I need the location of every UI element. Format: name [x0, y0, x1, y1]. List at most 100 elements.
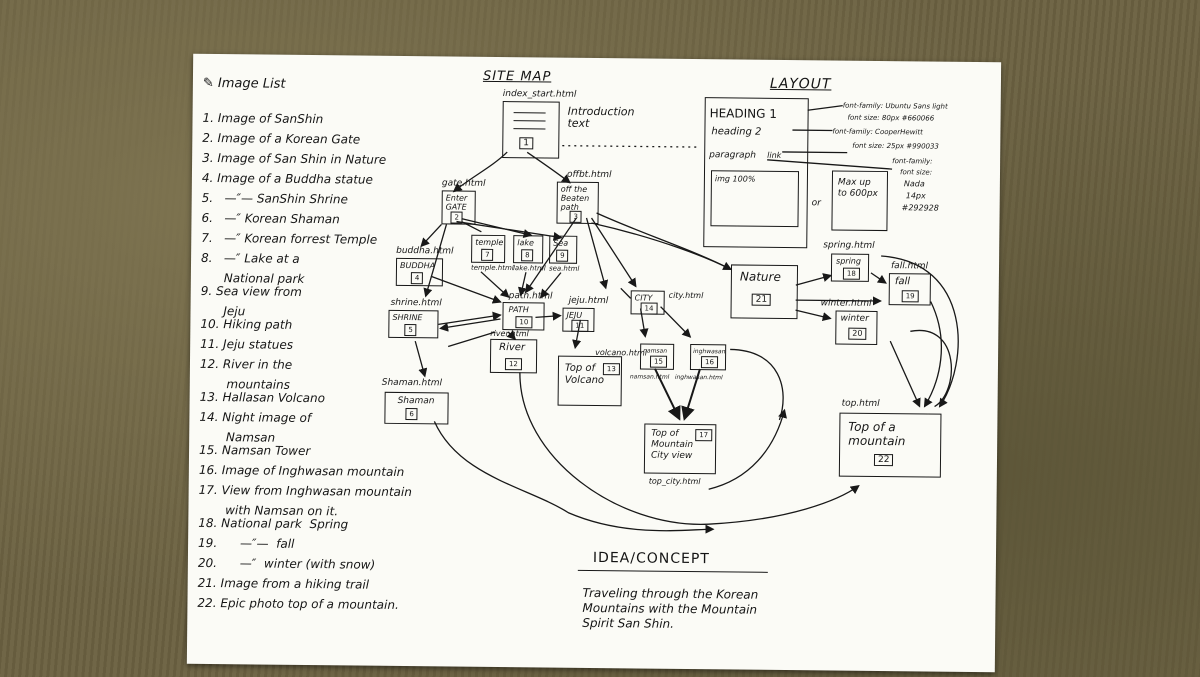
jeju-file-label: jeju.html: [568, 295, 609, 307]
fall-label: fall: [894, 276, 911, 288]
shrine-file-label: shrine.html: [390, 297, 442, 309]
intro-num-box: 1: [519, 137, 534, 150]
inghwasan-file-label: inghwasan.html: [674, 373, 723, 382]
sea-num: 9: [556, 249, 569, 262]
layout-note7: 14px: [905, 191, 926, 201]
top-file-label: top.html: [841, 398, 880, 409]
spring-label: spring: [836, 256, 862, 266]
temple-num: 7: [481, 248, 494, 261]
sea-file-label: sea.html: [548, 264, 580, 273]
river-label: River: [499, 342, 526, 354]
layout-note5: font size:: [899, 168, 933, 177]
layout-link: link: [767, 150, 782, 160]
gate-box: Enter GATE 2: [441, 190, 476, 225]
layout-note1b: font size: 80px #660066: [847, 113, 935, 123]
lake-label: lake: [517, 238, 534, 248]
offbeaten-num: 3: [569, 210, 583, 223]
temple-label: temple: [475, 237, 504, 248]
layout-note8: #292928: [901, 203, 939, 213]
intro-line: [513, 120, 546, 122]
intro-line: [513, 128, 546, 130]
fall-file-label: fall.html: [890, 261, 929, 272]
intro-file-label: index_start.html: [502, 89, 577, 100]
idea-text-2: Mountains with the Mountain: [582, 600, 758, 617]
shrine-num: 5: [404, 324, 417, 337]
layout-image-label: img 100%: [714, 174, 756, 184]
sea-label: Sea: [553, 238, 569, 248]
shrine-label: SHRINE: [392, 312, 423, 323]
nature-label: Nature: [739, 269, 781, 284]
winter-file-label: winter.html: [820, 298, 872, 309]
inghwasan-box: inghwasan 16: [689, 344, 727, 371]
river-box: River 12: [489, 338, 538, 374]
path-label: PATH: [508, 305, 529, 315]
winter-num: 20: [848, 327, 867, 340]
layout-note6: Nada: [903, 179, 925, 189]
idea-text-1: Traveling through the Korean: [582, 585, 759, 602]
layout-image-box: img 100%: [710, 170, 800, 228]
path-num: 10: [515, 316, 533, 329]
nature-num: 21: [751, 293, 772, 306]
spring-file-label: spring.html: [823, 240, 875, 251]
shaman-label: Shaman: [397, 395, 435, 407]
layout-wireframe: HEADING 1 heading 2 paragraph link img 1…: [703, 97, 809, 249]
lake-file-label: lake.html: [512, 264, 546, 273]
topcity-box: Top of Mountain City view 17: [643, 423, 717, 475]
city-box: CITY 14: [630, 290, 665, 315]
city-file-label: city.html: [668, 290, 704, 301]
temple-box: temple 7: [471, 234, 506, 264]
layout-note4: font-family:: [892, 157, 933, 166]
buddha-box: BUDDHA 4: [395, 257, 444, 287]
gate-num: 2: [450, 211, 464, 224]
nature-box: Nature 21: [730, 264, 799, 320]
site-map-connections: [414, 104, 959, 534]
sea-box: Sea 9: [549, 235, 578, 264]
river-num: 12: [504, 358, 522, 371]
shaman-num: 6: [405, 408, 418, 421]
gate-label: Enter GATE: [445, 193, 468, 212]
top-box: Top of a mountain 22: [838, 412, 942, 478]
inghwasan-num: 16: [700, 356, 718, 369]
lake-num: 8: [521, 249, 534, 262]
layout-note3: font size: 25px #990033: [852, 141, 939, 151]
jeju-box: JEJU 11: [562, 307, 595, 333]
fall-num: 19: [901, 290, 919, 303]
offbeaten-file-label: offbt.html: [566, 169, 612, 181]
intro-page-box[interactable]: 1: [502, 101, 560, 159]
intro-line: [513, 112, 546, 114]
shrine-box: SHRINE 5: [388, 309, 439, 339]
idea-text-3: Spirit San Shin.: [582, 615, 675, 631]
lake-box: lake 8: [513, 235, 544, 264]
shaman-box: Shaman 6: [384, 391, 449, 425]
layout-heading2: heading 2: [711, 126, 762, 138]
volcano-label: Top of Volcano: [564, 362, 605, 387]
buddha-label: BUDDHA: [399, 260, 436, 271]
gate-file-label: gate.html: [441, 178, 486, 189]
layout-paragraph: paragraph: [709, 150, 757, 161]
intro-text-label: Introduction text: [567, 104, 635, 130]
winter-box: winter 20: [835, 310, 878, 345]
river-file-label: river.html: [490, 328, 529, 339]
topcity-file-label: top_city.html: [648, 476, 701, 487]
winter-label: winter: [840, 313, 869, 324]
volcano-box: Top of Volcano 13: [557, 355, 623, 407]
top-num: 22: [873, 453, 894, 467]
namsan-num: 15: [649, 355, 668, 368]
temple-file-label: temple.html: [470, 263, 514, 273]
path-box: PATH 10: [502, 302, 545, 331]
path-file-label: path.html: [508, 291, 553, 302]
layout-or: or: [811, 198, 821, 209]
namsan-file-label: namsan.html: [629, 373, 670, 381]
layout-max-label: Max up to 600px: [837, 177, 878, 199]
namsan-box: namsan 15: [639, 343, 675, 370]
topcity-num: 17: [695, 429, 713, 442]
spring-box: spring 18: [830, 253, 870, 282]
idea-title: IDEA/CONCEPT: [592, 550, 710, 568]
spring-num: 18: [842, 267, 860, 280]
topcity-label: Top of Mountain City view: [650, 428, 694, 462]
jeju-num: 11: [571, 319, 589, 332]
volcano-num: 13: [602, 363, 620, 376]
offbeaten-box: off the Beaten path 3: [556, 181, 599, 225]
shaman-file-label: Shaman.html: [381, 377, 443, 389]
layout-note1: font-family: Ubuntu Sans light: [842, 101, 948, 111]
